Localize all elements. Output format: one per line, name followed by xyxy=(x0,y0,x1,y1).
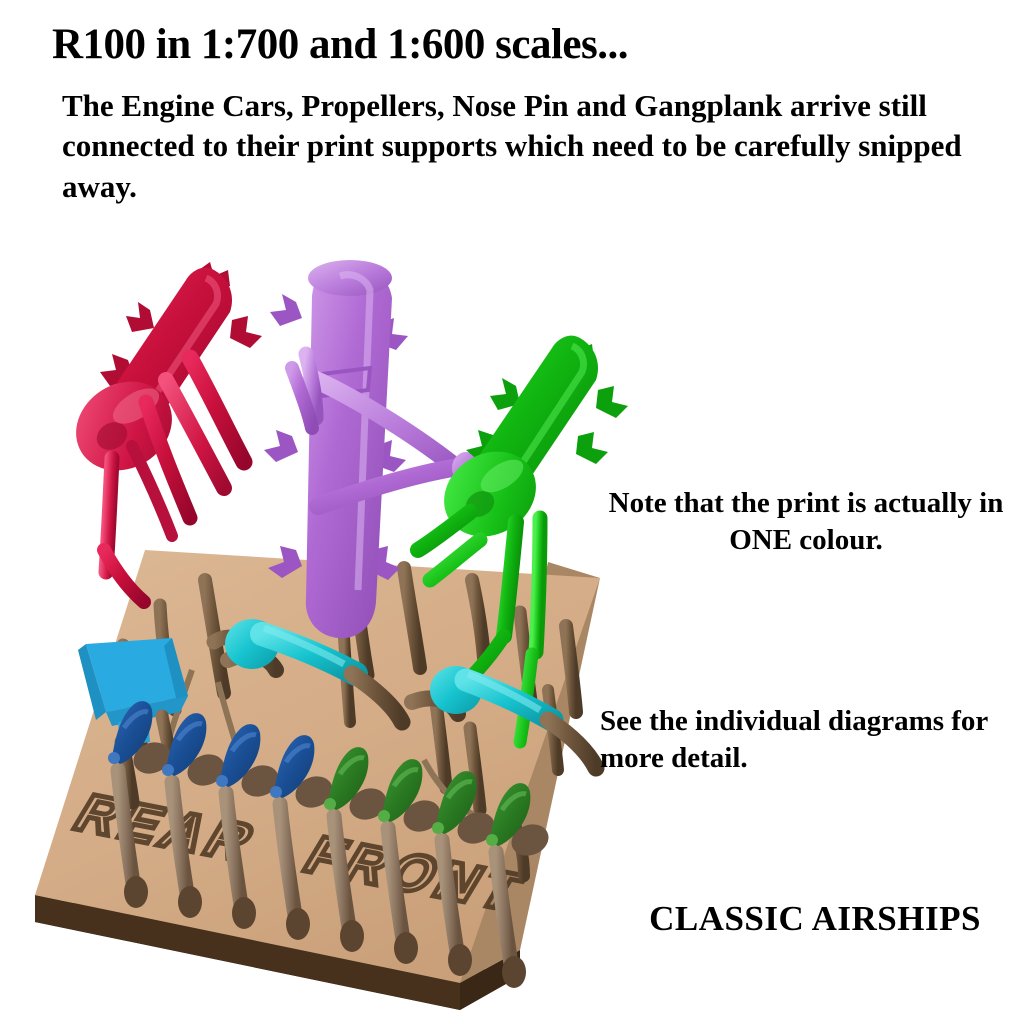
propeller-green xyxy=(432,771,495,976)
propeller-green xyxy=(324,747,387,952)
brand-logo-text: CLASSIC AIRSHIPS xyxy=(649,899,981,938)
support-stalk xyxy=(338,632,356,728)
propeller-blade xyxy=(328,747,369,810)
gangplank-top xyxy=(86,638,188,712)
propeller-blade xyxy=(382,759,423,822)
propeller-blade xyxy=(220,724,261,787)
nose-pin-2 xyxy=(404,666,605,777)
print-plate-illustration: REAR FRONT xyxy=(0,250,660,1024)
nose-pin-1 xyxy=(206,619,411,731)
note-diagrams-text: See the individual diagrams for more det… xyxy=(600,705,988,775)
support-stalk xyxy=(539,711,605,777)
support-stalk xyxy=(463,721,487,817)
propeller-blade xyxy=(166,713,207,776)
support-stalk xyxy=(343,665,411,731)
engine-car-purple xyxy=(264,260,480,639)
support-stalk xyxy=(559,619,583,719)
propeller-blue xyxy=(108,701,171,908)
propeller-blue xyxy=(162,713,225,918)
page-title: R100 in 1:700 and 1:600 scales... xyxy=(52,21,628,68)
support-stalk xyxy=(465,573,491,665)
propeller-blade xyxy=(436,771,477,834)
support-stalk xyxy=(429,695,453,795)
plate-edge-front xyxy=(35,895,460,1010)
propeller-blade xyxy=(112,701,153,764)
propeller-green xyxy=(486,783,549,988)
propeller-green xyxy=(378,759,441,964)
note-colour-text: Note that the print is actually in ONE c… xyxy=(608,487,1004,557)
engine-car-red xyxy=(76,262,262,609)
intro-paragraph: The Engine Cars, Propellers, Nose Pin an… xyxy=(62,88,962,204)
propeller-blue xyxy=(270,735,333,940)
propeller-row xyxy=(108,701,549,988)
propeller-blade xyxy=(274,735,315,798)
propeller-blue xyxy=(216,724,279,929)
propeller-blade xyxy=(490,783,531,846)
support-stalk xyxy=(397,561,427,675)
